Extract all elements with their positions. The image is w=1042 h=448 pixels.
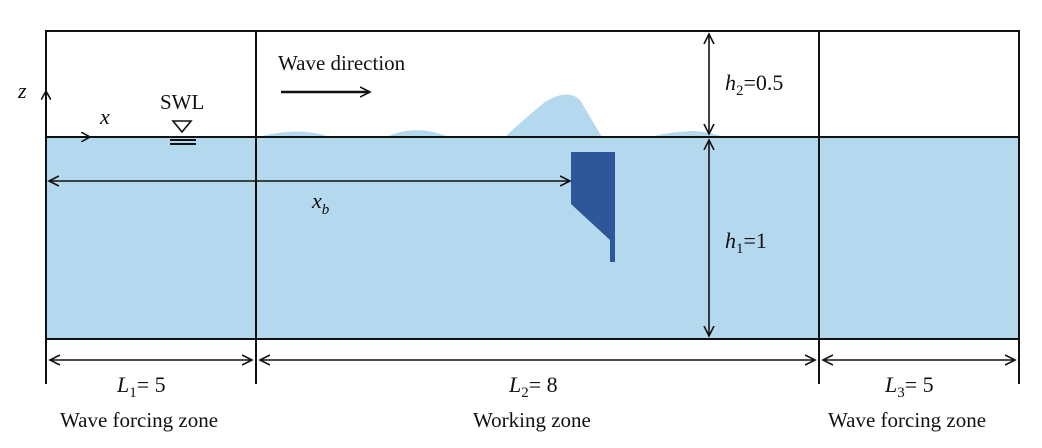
l3-subscript: 3 xyxy=(897,385,905,401)
xb-main: x xyxy=(312,188,322,213)
h2-value: =0.5 xyxy=(743,70,784,95)
l3-main: L xyxy=(885,372,898,397)
wave-surface xyxy=(258,94,784,144)
zone-label-middle: Working zone xyxy=(473,408,591,432)
water-body xyxy=(46,137,1019,339)
l1-main: L xyxy=(117,372,130,397)
wave-direction-label: Wave direction xyxy=(278,51,406,75)
h2-subscript: 2 xyxy=(736,83,744,99)
swl-symbol xyxy=(170,120,196,145)
z-axis-label: z xyxy=(18,78,27,103)
l2-subscript: 2 xyxy=(521,385,529,401)
l3-value: = 5 xyxy=(904,372,934,397)
h2-main: h xyxy=(725,70,736,95)
tank-frame xyxy=(45,30,1020,340)
h1-subscript: 1 xyxy=(736,241,744,257)
zone-label-left: Wave forcing zone xyxy=(60,408,219,432)
l1-value: = 5 xyxy=(136,372,166,397)
h1-label: h1=1 xyxy=(725,230,767,257)
l1-subscript: 1 xyxy=(129,385,137,401)
l3-label: L3= 5 xyxy=(885,374,934,401)
l2-main: L xyxy=(509,372,522,397)
l1-label: L1= 5 xyxy=(117,374,166,401)
zone-label-right: Wave forcing zone xyxy=(828,408,987,432)
xb-subscript: b xyxy=(321,202,330,218)
swl-label: SWL xyxy=(160,90,205,114)
h1-value: =1 xyxy=(743,228,767,253)
xb-label: xb xyxy=(312,190,329,218)
l2-value: = 8 xyxy=(528,372,558,397)
breakwater-structure xyxy=(571,152,615,262)
x-axis-label: x xyxy=(100,104,110,129)
h2-label: h2=0.5 xyxy=(725,72,783,99)
l2-label: L2= 8 xyxy=(509,374,558,401)
h1-main: h xyxy=(725,228,736,253)
